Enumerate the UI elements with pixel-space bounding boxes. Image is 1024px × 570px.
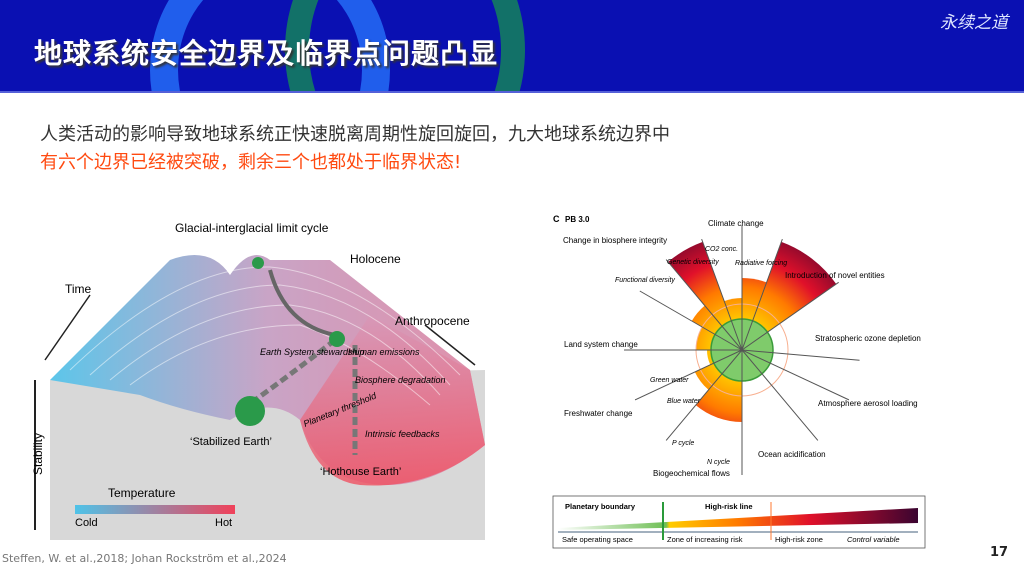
axis-spoke <box>639 290 743 351</box>
label: Stability <box>31 433 45 475</box>
label: Earth System stewardship <box>260 347 365 357</box>
axis-spoke <box>665 349 743 441</box>
legend-label: Planetary boundary <box>565 502 636 511</box>
label: CO2 conc. <box>705 246 738 253</box>
body-text: 人类活动的影响导致地球系统正快速脱离周期性旋回旋回，九大地球系统边界中 <box>40 124 670 145</box>
header-banner: 地球系统安全边界及临界点问题凸显 永续之道 <box>0 0 1024 93</box>
decor-ring <box>285 0 525 91</box>
label: Temperature <box>108 486 176 500</box>
panel-label: C <box>553 214 560 224</box>
label: Functional diversity <box>615 277 675 284</box>
label: Atmosphere aerosol loading <box>818 399 918 408</box>
label: Introduction of novel entities <box>785 271 885 280</box>
axis-spoke <box>741 349 819 441</box>
label: Genetic diversity <box>667 259 719 266</box>
label: Anthropocene <box>395 314 470 328</box>
label: N cycle <box>707 459 730 466</box>
label: Land system change <box>564 340 638 349</box>
label: Green water <box>650 377 689 384</box>
axis-spoke <box>701 238 743 351</box>
boundary-wedge <box>668 241 742 350</box>
page-title: 地球系统安全边界及临界点问题凸显 <box>34 37 499 70</box>
axis-spoke <box>741 238 783 351</box>
legend-label: Zone of increasing risk <box>667 535 743 544</box>
planetary-boundaries-figure: C PB 3.0 Climate change Change in biosph… <box>552 214 926 549</box>
label: Cold <box>75 517 98 529</box>
citation: Steffen, W. et al.,2018; Johan Rockström… <box>2 552 287 565</box>
logo: 永续之道 <box>940 13 1008 33</box>
label: Freshwater change <box>564 409 633 418</box>
label: Ocean acidification <box>758 450 826 459</box>
legend-label: Control variable <box>847 535 900 544</box>
legend-label: High-risk line <box>705 502 753 511</box>
label: Stratospheric ozone depletion <box>815 334 921 343</box>
label: Human emissions <box>348 347 420 357</box>
earth-trajectory-figure: Glacial-interglacial limit cycle Holocen… <box>31 221 485 540</box>
legend-label: Safe operating space <box>562 535 633 544</box>
legend-gradient <box>558 508 918 530</box>
page-number: 17 <box>990 545 1009 560</box>
label: ‘Hothouse Earth’ <box>320 466 401 478</box>
label: Hot <box>215 517 232 529</box>
axis-spoke <box>634 349 743 401</box>
label: Glacial-interglacial limit cycle <box>175 221 329 235</box>
label: Change in biosphere integrity <box>563 236 667 245</box>
axis-spoke <box>665 259 743 351</box>
label: Biogeochemical flows <box>653 469 730 478</box>
axis-spoke <box>741 349 850 401</box>
boundary-wedge <box>742 241 837 350</box>
panel-title: PB 3.0 <box>565 215 590 224</box>
earth-icon <box>235 396 265 426</box>
label: Biosphere degradation <box>355 375 446 385</box>
label: Holocene <box>350 252 401 266</box>
label: Blue water <box>667 398 701 405</box>
earth-icon <box>252 257 264 269</box>
highlight-text: 有六个边界已经被突破，剩余三个也都处于临界状态! <box>40 152 462 173</box>
label: Time <box>65 282 92 296</box>
label: Intrinsic feedbacks <box>365 429 440 439</box>
axis-spoke <box>741 281 839 351</box>
earth-icon <box>329 331 345 347</box>
label: P cycle <box>672 440 694 447</box>
temperature-scale <box>75 505 235 514</box>
label: ‘Stabilized Earth’ <box>190 436 272 448</box>
axis-spoke <box>741 349 860 361</box>
label: Radiative forcing <box>735 260 787 267</box>
label: Climate change <box>708 219 764 228</box>
legend-label: High-risk zone <box>775 535 823 544</box>
